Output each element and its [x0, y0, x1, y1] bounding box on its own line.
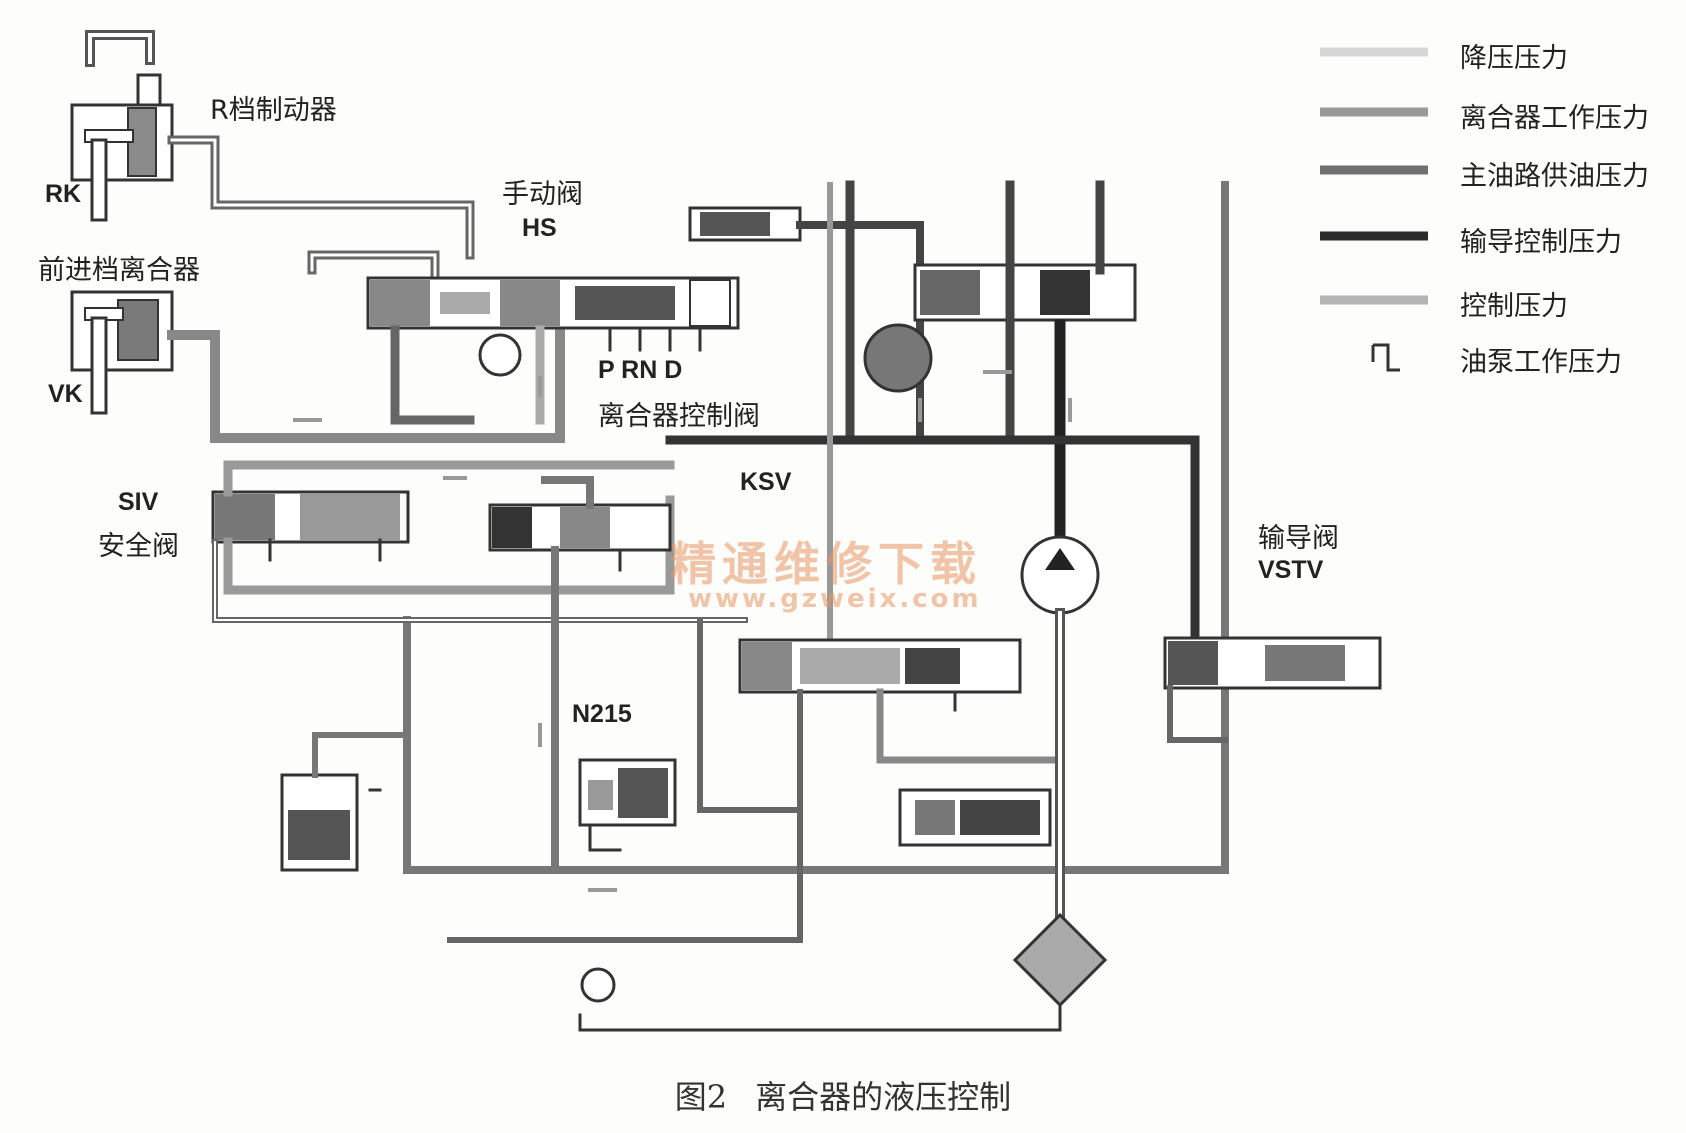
label-manual-valve: 手动阀: [502, 179, 583, 210]
legend-label-reduced: 降压压力: [1460, 43, 1568, 74]
legend-label-pilot: 输导控制压力: [1460, 227, 1622, 258]
label-ksv: KSV: [740, 468, 792, 496]
legend-label-clutch: 离合器工作压力: [1460, 103, 1649, 134]
accumulator: [280, 732, 410, 872]
ksv-clutch-valve: [488, 476, 672, 874]
oil-pump: [1020, 535, 1100, 980]
label-siv: SIV: [118, 488, 159, 516]
legend-label-main: 主油路供油压力: [1460, 161, 1649, 192]
legend-swatches: [1320, 47, 1428, 372]
label-n215: N215: [572, 700, 632, 728]
label-rk: RK: [45, 180, 82, 208]
pressure-regulating-valve: [688, 180, 1137, 546]
pump-pressure-icon: [1371, 343, 1400, 372]
label-hs: HS: [522, 214, 557, 242]
label-clutch-control-valve: 离合器控制阀: [598, 401, 760, 432]
legend-label-control: 控制压力: [1460, 291, 1568, 322]
legend-label-pump: 油泵工作压力: [1460, 347, 1622, 378]
r-brake-actuator: [70, 30, 475, 260]
label-r-brake: R档制动器: [210, 95, 337, 126]
watermark-text: 精通维修下载: [670, 537, 982, 591]
figure-title: 离合器的液压控制: [755, 1078, 1012, 1116]
figure-caption: 图2 离合器的液压控制: [0, 1072, 1686, 1118]
label-forward-clutch: 前进档离合器: [38, 255, 200, 286]
label-vstv: VSTV: [1258, 556, 1324, 584]
vstv-pilot-valve: [1163, 636, 1382, 743]
n215-solenoid: [578, 758, 677, 852]
label-vk: VK: [48, 380, 83, 408]
oil-filter: [578, 912, 1108, 1032]
main-pressure-valve: [447, 617, 1064, 943]
label-safety-valve: 安全阀: [98, 531, 179, 562]
label-gear-positions: P RN D: [598, 356, 683, 384]
forward-clutch-actuator: [70, 290, 565, 443]
watermark-url: www.gzweix.com: [688, 584, 982, 614]
figure-number: 图2: [674, 1078, 728, 1116]
manual-valve-hs: [307, 250, 740, 425]
label-pilot-valve: 输导阀: [1258, 523, 1339, 554]
siv-safety-valve: [211, 460, 748, 623]
pilot-pressure-line: [665, 435, 1200, 645]
